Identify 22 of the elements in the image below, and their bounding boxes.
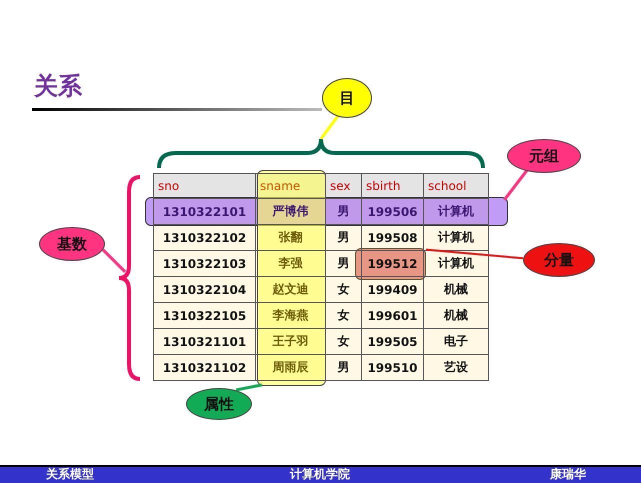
leader-line <box>320 115 340 140</box>
slide-title: 关系 <box>34 70 83 102</box>
highlight-box <box>145 197 508 226</box>
column-header: sno <box>153 173 256 199</box>
footer-text: 计算机学院 <box>290 466 351 482</box>
highlight-box <box>257 170 326 386</box>
callout-bubble: 元组 <box>507 139 581 173</box>
callout-bubble: 基数 <box>39 227 105 261</box>
curly-brace <box>156 136 486 170</box>
footer-text: 关系模型 <box>46 466 95 482</box>
footer-text: 康瑞华 <box>550 466 587 482</box>
callout-bubble: 目 <box>322 78 372 118</box>
curly-brace <box>116 174 142 382</box>
callout-bubble: 属性 <box>186 388 252 420</box>
data-value: 艺设 <box>423 354 489 381</box>
leader-line <box>102 248 126 273</box>
leader-line <box>426 248 524 260</box>
leader-line <box>503 169 528 201</box>
highlight-box <box>355 248 426 280</box>
column-header: school <box>423 173 489 199</box>
callout-bubble: 分量 <box>523 243 595 277</box>
data-value: 1310321102 <box>153 354 256 381</box>
